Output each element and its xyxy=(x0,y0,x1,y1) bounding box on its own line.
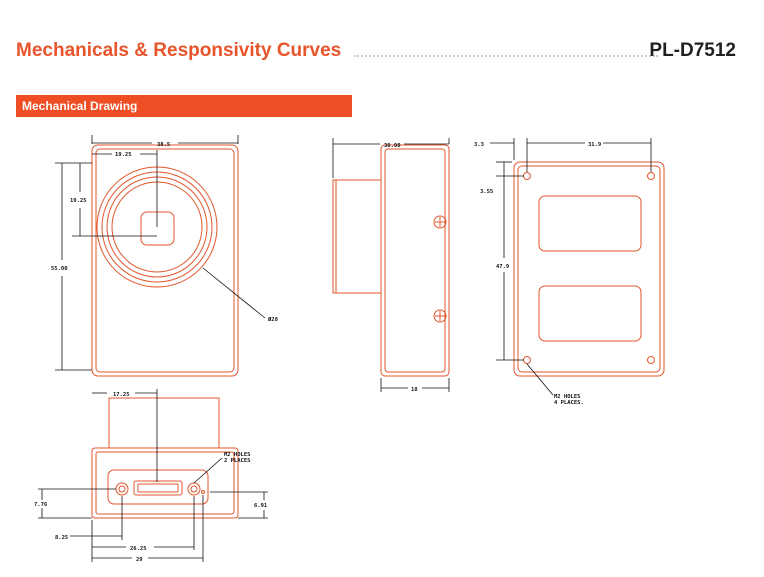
bottom-holes-note-1: M2 HOLES xyxy=(224,452,251,458)
dim-back-hole-offset-x: 3.3 xyxy=(474,142,484,148)
dimension-lines xyxy=(38,135,652,562)
dim-front-diameter: Ø28 xyxy=(267,316,278,323)
bottom-view-drawing xyxy=(91,397,239,519)
dim-front-center-x: 19.25 xyxy=(115,152,132,158)
dim-back-hole-offset-y: 3.55 xyxy=(480,189,493,195)
model-number: PL-D7512 xyxy=(649,40,736,61)
dim-bottom-right-height: 6.91 xyxy=(254,503,268,509)
front-view-drawing xyxy=(91,144,239,377)
dim-front-width: 38.5 xyxy=(157,142,170,148)
dim-bottom-hole2-x: 26.25 xyxy=(130,546,147,552)
dim-side-depth: 30.00 xyxy=(384,143,401,149)
side-view-drawing xyxy=(332,144,450,377)
dim-bottom-center-x: 17.25 xyxy=(113,392,130,398)
page-header: Mechanicals & Responsivity Curves PL-D75… xyxy=(16,40,736,66)
dim-front-center-y: 19.25 xyxy=(70,198,87,204)
dim-back-hole-spacing-y: 47.9 xyxy=(496,264,509,270)
dim-bottom-hole1-x: 8.25 xyxy=(55,535,68,541)
dim-front-height: 55.00 xyxy=(51,266,68,272)
back-view-drawing xyxy=(513,161,665,377)
section-bar: Mechanical Drawing xyxy=(16,95,352,117)
bottom-holes-note-2: 2 PLACES xyxy=(224,458,251,464)
dim-side-body-depth: 18 xyxy=(411,387,418,393)
page-title: Mechanicals & Responsivity Curves xyxy=(16,40,342,61)
back-holes-note-2: 4 PLACES. xyxy=(554,400,584,406)
dim-bottom-total-x: 29 xyxy=(136,557,143,563)
dim-back-hole-spacing-x: 31.9 xyxy=(588,142,601,148)
dim-bottom-left-height: 7.76 xyxy=(34,502,48,508)
back-holes-note-1: M2 HOLES xyxy=(554,394,581,400)
section-label: Mechanical Drawing xyxy=(22,99,138,113)
header-dotted-leader xyxy=(354,55,658,57)
